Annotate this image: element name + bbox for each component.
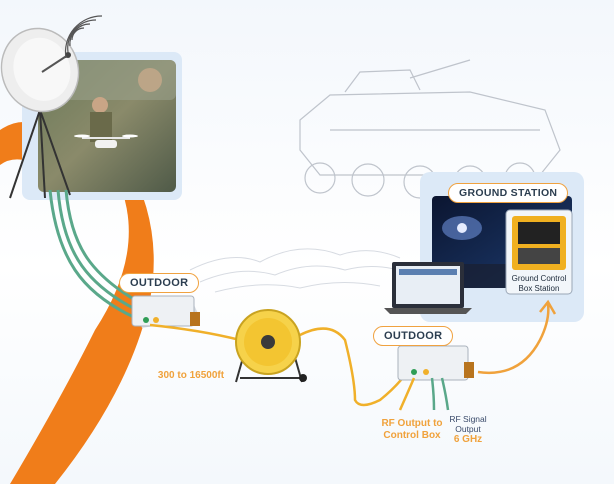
arrow-up-icon	[477, 299, 557, 375]
fiber-reel-icon	[235, 309, 307, 383]
cable-length-label: 300 to 16500ft	[157, 370, 225, 381]
gcs-line1: Ground Control	[511, 274, 567, 283]
gcs-line2: Box Station	[518, 284, 560, 293]
gcs-caption: Ground Control Box Station	[506, 274, 572, 294]
outdoor-label-2: OUTDOOR	[373, 326, 454, 346]
converter-box-icon	[397, 345, 474, 381]
rf-output-line1: RF Output to	[381, 418, 443, 429]
signal-waves-icon	[64, 15, 103, 59]
output-cables	[398, 377, 450, 411]
laptop-icon	[384, 262, 472, 314]
ground-station-panel	[384, 172, 584, 322]
green-fiber-cable	[48, 189, 151, 322]
satellite-dish-icon	[0, 27, 80, 199]
outdoor-label-1: OUTDOOR	[119, 273, 200, 293]
ground-control-box-icon	[505, 209, 573, 295]
rf-signal-label: RF Signal Output 6 GHz	[446, 414, 490, 446]
converter-box-icon	[131, 295, 200, 328]
ground-station-label: GROUND STATION	[448, 183, 569, 203]
rf-signal-line1: RF Signal	[449, 414, 487, 424]
rf-output-line2: Control Box	[383, 430, 441, 441]
yellow-fiber-cable	[149, 323, 406, 407]
terrain-sketch	[189, 248, 406, 293]
rf-signal-freq: 6 GHz	[453, 434, 483, 445]
rf-signal-line2: Output	[455, 424, 481, 434]
rf-output-label: RF Output to Control Box	[372, 418, 452, 442]
drone-icon	[74, 134, 138, 148]
